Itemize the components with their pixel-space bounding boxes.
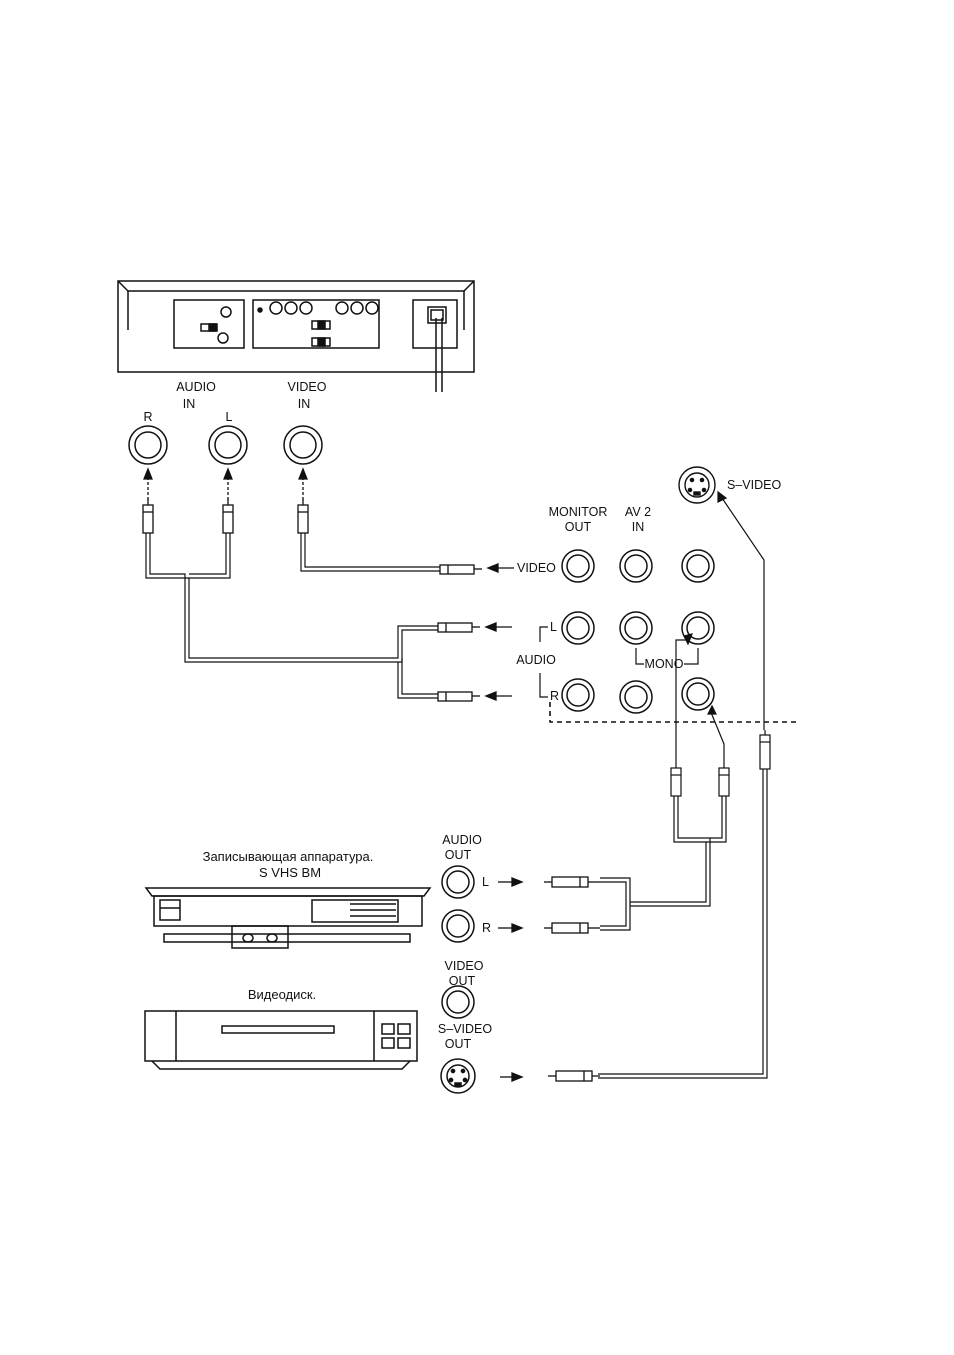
vcr-output-plugs	[498, 877, 600, 933]
audio-l-label: L	[550, 620, 557, 634]
s-video-cable	[598, 492, 770, 1078]
audio-in-left-label: L	[226, 410, 233, 424]
monitor-out-label-line1: MONITOR	[549, 505, 608, 519]
video-arrow-label: VIDEO	[517, 561, 556, 575]
vcr-caption-line2: S VHS BM	[259, 865, 321, 880]
mono-label: MONO	[645, 657, 684, 671]
top-audio-cables	[146, 533, 438, 698]
vcr-audio-out-r-jack	[442, 910, 474, 942]
vcr-audio-cables	[600, 634, 729, 930]
videodisc-video-out-label-line1: VIDEO	[445, 959, 484, 973]
vcr-audio-out-label-line1: AUDIO	[442, 833, 482, 847]
vcr-device	[146, 888, 430, 948]
videodisc-s-video-plug	[500, 1071, 600, 1081]
audio-r-label: R	[550, 689, 559, 703]
videodisc-s-video-out-label-line1: S–VIDEO	[438, 1022, 492, 1036]
vcr-audio-out-l-jack	[442, 866, 474, 898]
audio-in-r-jack	[129, 426, 167, 464]
av2-in-label-line2: IN	[632, 520, 645, 534]
dashed-divider	[550, 702, 800, 722]
audio-in-label-line1: AUDIO	[176, 380, 216, 394]
top-device-rear-panel	[118, 281, 474, 392]
videodisc-s-video-out-jack	[441, 1059, 475, 1093]
av2-in-label-line1: AV 2	[625, 505, 651, 519]
audio-in-l-jack	[209, 426, 247, 464]
vcr-r-label: R	[482, 921, 491, 935]
video-in-label-line2: IN	[298, 397, 311, 411]
video-in-jack	[284, 426, 322, 464]
monitor-out-label-line2: OUT	[565, 520, 592, 534]
s-video-in-jack	[679, 467, 715, 503]
vcr-audio-out-label-line2: OUT	[445, 848, 472, 862]
videodisc-video-out-jack	[442, 986, 474, 1018]
audio-label: AUDIO	[516, 653, 556, 667]
videodisc-caption: Видеодиск.	[248, 987, 316, 1002]
video-in-label-line1: VIDEO	[288, 380, 327, 394]
tv-side-plugs	[438, 564, 514, 701]
audio-in-right-label: R	[143, 410, 152, 424]
videodisc-device	[145, 1011, 417, 1069]
s-video-label: S–VIDEO	[727, 478, 781, 492]
vcr-l-label: L	[482, 875, 489, 889]
vcr-caption-line1: Записывающая аппаратура.	[203, 849, 374, 864]
tv-jack-grid	[562, 550, 714, 713]
top-video-cable	[301, 533, 440, 571]
audio-in-label-line2: IN	[183, 397, 196, 411]
videodisc-s-video-out-label-line2: OUT	[445, 1037, 472, 1051]
top-plugs	[143, 469, 308, 533]
